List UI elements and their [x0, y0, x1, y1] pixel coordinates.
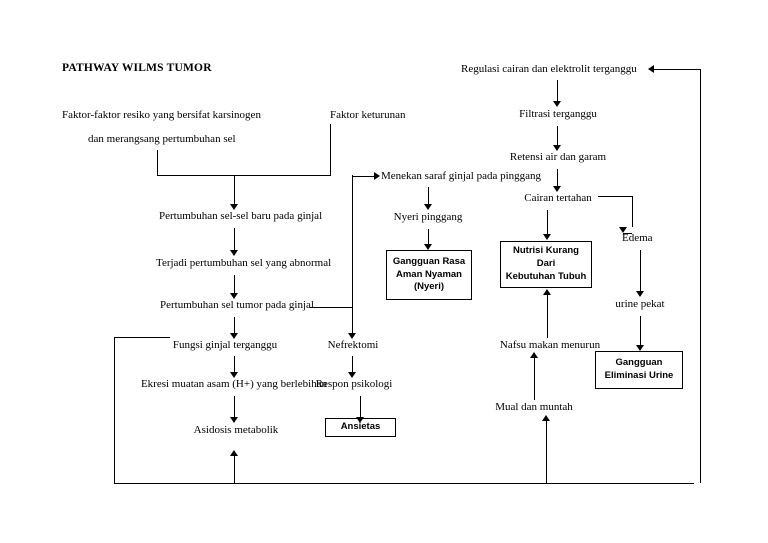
- node-risk-factors-line2: dan merangsang pertumbuhan sel: [88, 133, 236, 145]
- connector-loop-top: [114, 337, 170, 338]
- node-fluid-regulation: Regulasi cairan dan elektrolit terganggu: [461, 63, 637, 75]
- connector-right-loop-top: [653, 69, 700, 70]
- node-retention: Retensi air dan garam: [509, 151, 607, 163]
- node-back-pain: Nyeri pinggang: [393, 211, 463, 223]
- connector-tumor-to-middle: [310, 307, 353, 308]
- node-appetite-decrease: Nafsu makan menurun: [499, 339, 601, 351]
- node-heredity: Faktor keturunan: [330, 109, 406, 121]
- node-nausea-vomit: Mual dan muntah: [495, 401, 573, 413]
- node-risk-factors-line1: Faktor-faktor resiko yang bersifat karsi…: [62, 109, 261, 121]
- node-edema: Edema: [622, 232, 653, 244]
- node-metabolic-acidosis: Asidosis metabolik: [193, 424, 279, 436]
- arrowhead-psych: [348, 372, 356, 378]
- connector-pain-to-box: [428, 229, 429, 248]
- arrowhead-urine-elimination: [636, 345, 644, 351]
- connector-loop-left: [114, 337, 115, 483]
- connector-tumor-to-kidney: [234, 317, 235, 337]
- node-new-cell-growth: Pertumbuhan sel-sel baru pada ginjal: [159, 210, 323, 222]
- connector-edema-to-urine: [640, 250, 641, 294]
- connector-middle-vertical: [352, 175, 353, 307]
- arrowhead-anxiety: [356, 417, 364, 423]
- connector-filtration-to-retention: [557, 126, 558, 148]
- connector-loop-to-nausea: [546, 419, 547, 483]
- connector-retention-to-fluid: [557, 169, 558, 189]
- node-nerve-pressure: Menekan saraf ginjal pada pinggang: [381, 170, 542, 182]
- connector-nerve-to-pain: [428, 187, 429, 208]
- connector-regulation-to-filtration: [557, 80, 558, 104]
- arrowhead-edema: [619, 227, 627, 233]
- arrowhead-fluid-retained: [553, 186, 561, 192]
- connector-bracket-to-newcell: [234, 175, 235, 207]
- connector-middle-to-nefrektomi: [352, 307, 353, 337]
- connector-heredity-down: [330, 124, 331, 175]
- connector-fluid-to-edema-v: [632, 196, 633, 227]
- arrowhead-nerve-pressure: [374, 172, 380, 180]
- connector-urine-to-elim: [640, 316, 641, 348]
- node-kidney-function: Fungsi ginjal terganggu: [172, 339, 278, 351]
- arrowhead-filtration: [553, 101, 561, 107]
- arrowhead-nutrition-box: [543, 234, 551, 240]
- arrowhead-nefrektomi: [348, 333, 356, 339]
- box-nutrition-less: Nutrisi Kurang Dari Kebutuhan Tubuh: [500, 241, 592, 288]
- arrowhead-abnormal: [230, 250, 238, 256]
- connector-edema-stub: [623, 233, 632, 234]
- connector-loop-bottom: [114, 483, 694, 484]
- arrowhead-fluid-regulation: [648, 65, 654, 73]
- node-fluid-retained: Cairan tertahan: [524, 192, 592, 204]
- arrowhead-concentrated-urine: [636, 291, 644, 297]
- node-acid-excretion: Ekresi muatan asam (H+) yang berlebihan: [140, 378, 328, 390]
- connector-excretion-to-acidosis: [234, 396, 235, 420]
- page-title: PATHWAY WILMS TUMOR: [62, 62, 212, 74]
- node-tumor-growth: Pertumbuhan sel tumor pada ginjal: [160, 299, 314, 311]
- arrowhead-appetite-up: [543, 289, 551, 295]
- arrowhead-nausea-up: [530, 352, 538, 358]
- connector-appetite-to-nutrition: [547, 293, 548, 338]
- box-anxiety: Ansietas: [325, 418, 396, 437]
- arrowhead-loop-to-nausea: [542, 415, 550, 421]
- arrowhead-kidney-function: [230, 333, 238, 339]
- arrowhead-loop-up: [230, 450, 238, 456]
- node-psych-response: Respon psikologi: [315, 378, 393, 390]
- connector-nausea-to-appetite: [534, 356, 535, 400]
- connector-nefrektomi-to-psych: [352, 356, 353, 376]
- connector-fluid-to-nutrition: [547, 210, 548, 238]
- connector-kidney-to-excretion: [234, 356, 235, 376]
- connector-loop-to-acidosis: [234, 455, 235, 483]
- node-filtration: Filtrasi terganggu: [519, 108, 597, 120]
- connector-risk-down: [157, 150, 158, 175]
- arrowhead-newcell: [230, 204, 238, 210]
- node-concentrated-urine: urine pekat: [615, 298, 665, 310]
- arrowhead-retention: [553, 145, 561, 151]
- node-abnormal-growth: Terjadi pertumbuhan sel yang abnormal: [156, 257, 332, 269]
- connector-psych-to-anxiety: [360, 396, 361, 420]
- arrowhead-excretion: [230, 372, 238, 378]
- connector-middle-to-nerve: [352, 176, 377, 177]
- arrowhead-tumor: [230, 293, 238, 299]
- connector-right-loop-side: [700, 69, 701, 483]
- connector-newcell-to-abnormal: [234, 228, 235, 253]
- box-comfort-disorder: Gangguan Rasa Aman Nyaman (Nyeri): [386, 250, 472, 300]
- arrowhead-comfort-box: [424, 244, 432, 250]
- connector-abnormal-to-tumor: [234, 275, 235, 297]
- arrowhead-back-pain: [424, 204, 432, 210]
- node-nephrectomy: Nefrektomi: [327, 339, 379, 351]
- arrowhead-acidosis: [230, 417, 238, 423]
- connector-fluid-to-edema-h: [598, 196, 632, 197]
- box-urine-elimination: Gangguan Eliminasi Urine: [595, 351, 683, 389]
- connector-bracket-horizontal: [157, 175, 331, 176]
